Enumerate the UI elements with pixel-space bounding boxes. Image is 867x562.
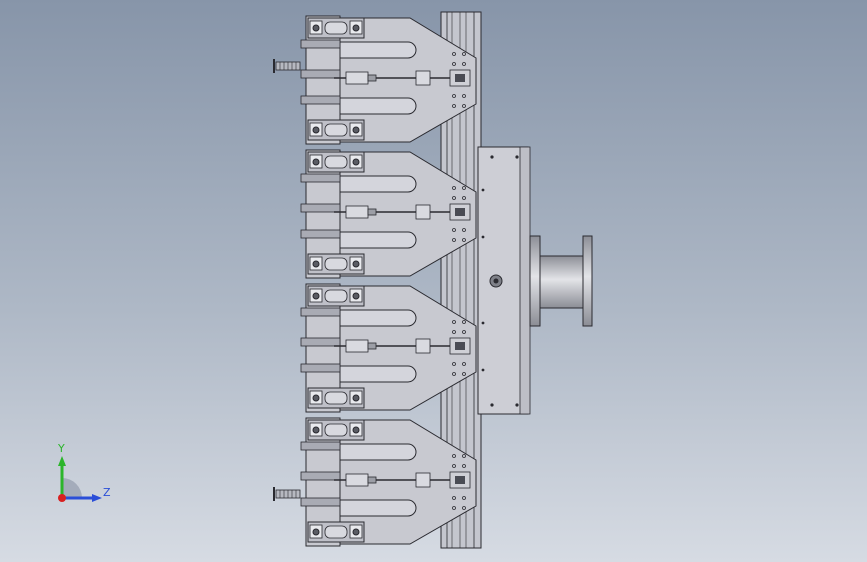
actuator-rod[interactable] [334,337,471,355]
adjust-screw[interactable] [273,487,301,501]
clamp-tab [300,363,341,373]
bolt-hole [462,464,466,468]
bolt-hole [452,62,456,66]
gripper-stack[interactable] [273,15,477,547]
bolt-hole [462,496,466,500]
gripper-slot [340,443,417,461]
clamp-tab [300,471,341,481]
gripper-slot [340,97,417,115]
actuator-rod[interactable] [334,203,471,221]
bolt-hole [452,506,456,510]
bolt-hole [452,238,456,242]
toggle-clamp[interactable] [307,521,365,543]
bolt-hole [452,372,456,376]
bolt-hole [462,104,466,108]
view-triad-icon [58,456,102,502]
toggle-clamp[interactable] [307,253,365,275]
triad-z-label: Z [103,486,111,499]
clamp-tab [300,307,341,317]
gripper-module[interactable] [300,283,477,413]
toggle-clamp[interactable] [307,285,365,307]
actuator-rod[interactable] [334,69,471,87]
gripper-module[interactable] [300,417,477,547]
clamp-tab [300,95,341,105]
bolt-hole [462,238,466,242]
clamp-tab [300,229,341,239]
bolt-hole [452,104,456,108]
gripper-slot [340,365,417,383]
toggle-clamp[interactable] [307,17,365,39]
clamp-tab [300,69,341,79]
triad-y-label: Y [58,442,65,455]
bolt-hole [462,52,466,56]
bolt-hole [452,196,456,200]
robot-flange[interactable] [529,235,593,327]
clamp-tab [300,173,341,183]
gripper-module[interactable] [300,15,477,145]
view-triad[interactable]: Y Z [48,440,128,510]
bolt-hole [462,362,466,366]
bolt-hole [462,186,466,190]
bolt-hole [452,52,456,56]
bolt-hole [452,186,456,190]
gripper-module[interactable] [300,149,477,279]
gripper-slot [340,499,417,517]
gripper-slot [340,231,417,249]
bolt-hole [452,330,456,334]
gripper-slot [340,41,417,59]
bolt-hole [462,228,466,232]
bolt-hole [462,506,466,510]
toggle-clamp[interactable] [307,419,365,441]
gripper-slot [340,309,417,327]
toggle-clamp[interactable] [307,119,365,141]
gripper-slot [340,175,417,193]
bolt-hole [452,362,456,366]
bolt-hole [452,228,456,232]
bolt-hole [462,196,466,200]
clamp-tab [300,497,341,507]
clamp-tab [300,441,341,451]
bolt-hole [452,454,456,458]
bolt-hole [462,330,466,334]
toggle-clamp[interactable] [307,387,365,409]
clamp-tab [300,337,341,347]
bolt-hole [452,496,456,500]
bolt-hole [462,320,466,324]
bolt-hole [462,454,466,458]
bolt-hole [452,464,456,468]
clamp-tab [300,203,341,213]
mounting-plate[interactable] [477,146,531,415]
bolt-hole [462,94,466,98]
bolt-hole [462,372,466,376]
bolt-hole [452,320,456,324]
adjust-screw[interactable] [273,59,301,73]
actuator-rod[interactable] [334,471,471,489]
clamp-tab [300,39,341,49]
bolt-hole [462,62,466,66]
bolt-hole [452,94,456,98]
toggle-clamp[interactable] [307,151,365,173]
